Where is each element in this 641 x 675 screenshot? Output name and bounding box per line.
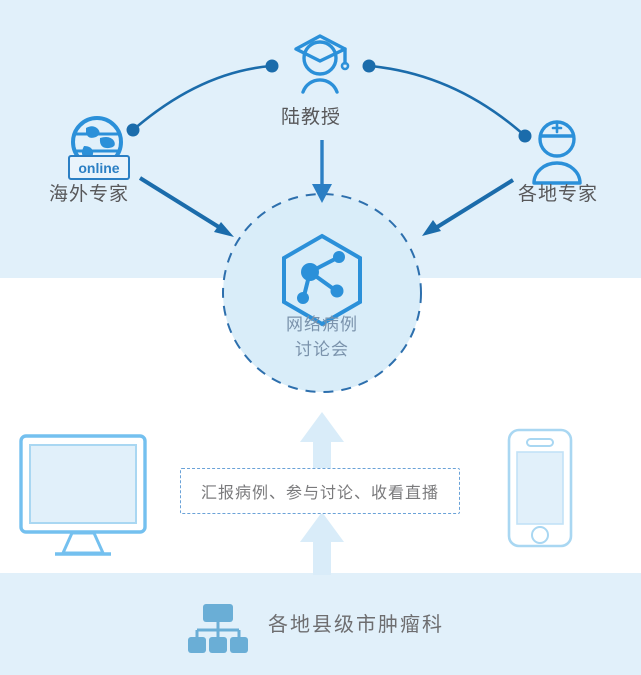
node-label-professor: 陆教授	[281, 107, 342, 128]
bottom-background-band	[0, 573, 641, 675]
bottom-node-label: 各地县级市肿瘤科	[268, 614, 444, 636]
activity-callout-text: 汇报病例、参与讨论、收看直播	[200, 485, 439, 502]
online-badge-label: online	[78, 159, 120, 176]
flow-arrow-up-top	[300, 412, 344, 468]
hub-caption-line-1: 网络病例	[286, 315, 358, 334]
flow-arrow-up-bottom	[300, 512, 344, 575]
mobile-phone-icon	[507, 428, 573, 548]
hub-caption-line-2: 讨论会	[295, 340, 349, 359]
desktop-monitor-icon	[19, 434, 147, 556]
activity-callout-box: 汇报病例、参与讨论、收看直播	[180, 468, 460, 514]
online-status-badge: online	[68, 155, 130, 180]
node-label-overseas-expert: 海外专家	[49, 184, 130, 205]
hub-caption: 网络病例 讨论会	[222, 312, 422, 362]
top-background-band	[0, 0, 641, 278]
node-label-local-expert: 各地专家	[518, 184, 599, 205]
